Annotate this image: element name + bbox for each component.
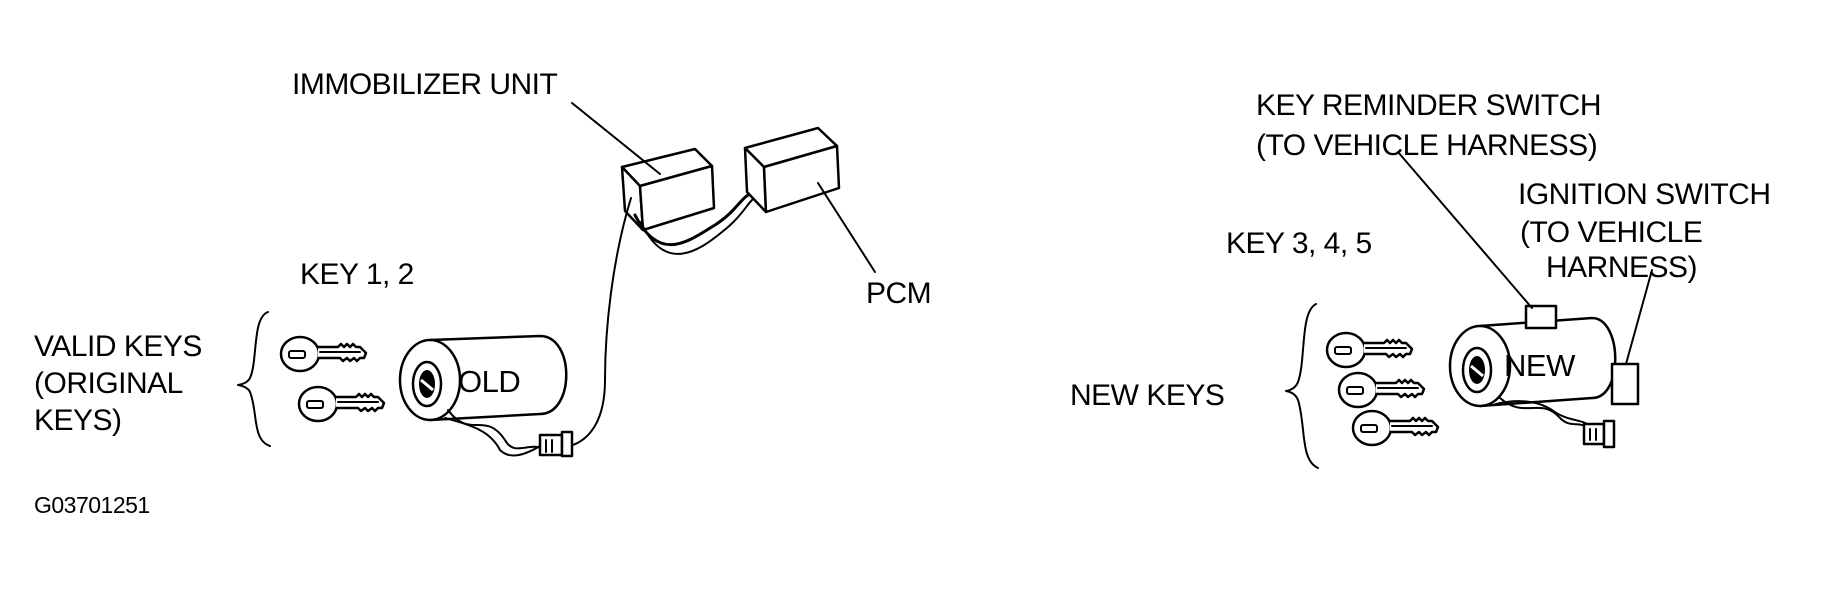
valid-keys-label-line2: (ORIGINAL xyxy=(34,367,183,400)
new-keys-brace xyxy=(1285,303,1319,469)
original-key-1 xyxy=(279,335,368,373)
pcm-label: PCM xyxy=(866,277,931,310)
new-key-3 xyxy=(1351,409,1440,447)
immobilizer-unit-box xyxy=(620,147,716,232)
antenna-cable xyxy=(569,197,632,447)
valid-keys-brace xyxy=(237,311,271,447)
new-key-1 xyxy=(1325,331,1414,369)
immobilizer-leader-line xyxy=(571,102,661,175)
new-key-2 xyxy=(1337,371,1426,409)
new-twisted-wire xyxy=(1495,397,1595,433)
old-connector xyxy=(538,430,574,458)
old-key-cylinder xyxy=(398,334,568,422)
pcm-leader-line xyxy=(817,182,876,273)
old-twisted-wire xyxy=(444,409,546,457)
old-cylinder-label: OLD xyxy=(458,364,520,399)
figure-code: G03701251 xyxy=(34,492,150,518)
ignition-switch-block xyxy=(1610,362,1640,406)
ignition-switch-label-line2: (TO VEHICLE xyxy=(1520,216,1702,249)
original-key-2 xyxy=(297,385,386,423)
new-connector xyxy=(1582,419,1616,449)
valid-keys-label-line3: KEYS) xyxy=(34,404,122,437)
new-key-cylinder xyxy=(1448,304,1617,408)
key-3-4-5-label: KEY 3, 4, 5 xyxy=(1226,227,1372,260)
ignition-switch-label-line1: IGNITION SWITCH xyxy=(1518,178,1770,211)
key-reminder-label-line2: (TO VEHICLE HARNESS) xyxy=(1256,129,1597,162)
key-reminder-label-line1: KEY REMINDER SWITCH xyxy=(1256,89,1601,122)
key-reminder-leader-line xyxy=(1397,151,1533,309)
key-1-2-label: KEY 1, 2 xyxy=(300,258,414,291)
valid-keys-label-line1: VALID KEYS xyxy=(34,330,202,363)
immobilizer-pcm-wires xyxy=(633,193,753,255)
pcm-box xyxy=(743,126,841,214)
new-cylinder-label: NEW xyxy=(1504,348,1576,383)
new-keys-label: NEW KEYS xyxy=(1070,379,1224,412)
ignition-switch-label-line3: HARNESS) xyxy=(1546,251,1697,284)
immobilizer-unit-label: IMMOBILIZER UNIT xyxy=(292,68,558,101)
ignition-switch-leader-line xyxy=(1625,269,1653,365)
